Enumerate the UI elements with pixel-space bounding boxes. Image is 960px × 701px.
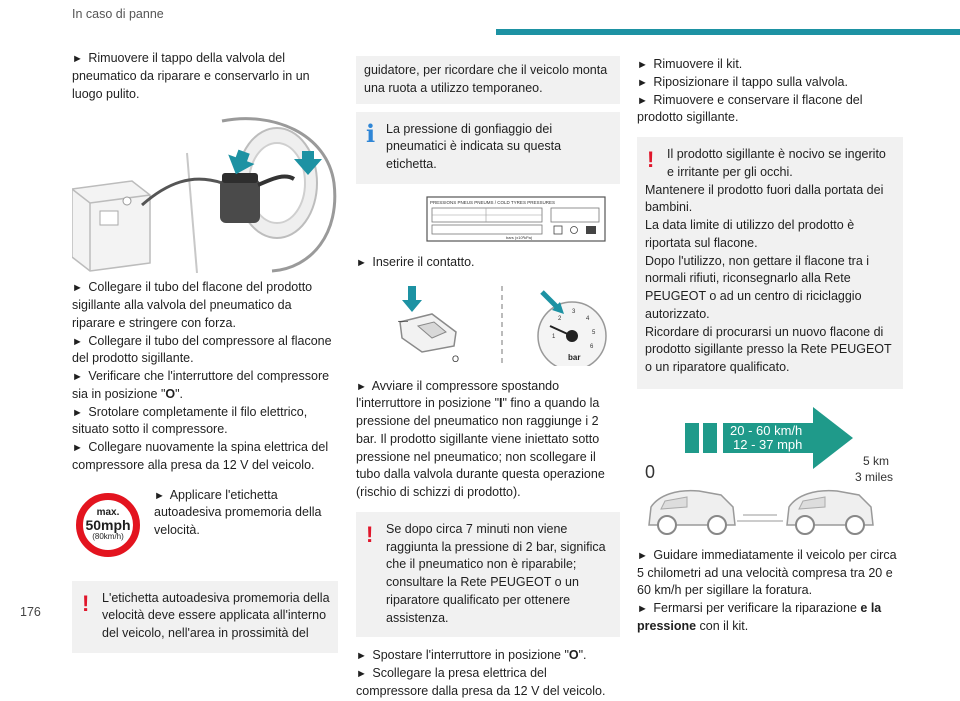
step-apply-sticker: ► Applicare l'etichetta autoadesiva prom… [154, 487, 322, 538]
header-accent-bar [496, 29, 960, 35]
switch-and-gauge-illustration: — O 1 2 3 4 5 6 bar [392, 285, 612, 371]
speed-kmh: 20 - 60 km/h [730, 423, 802, 438]
step-text: Rimuovere il tappo della valvola del pne… [72, 51, 310, 101]
svg-text:3: 3 [572, 309, 576, 315]
step-start-compressor: ► Avviare il compressore spostando l'int… [356, 378, 605, 500]
warning-icon: ! [366, 521, 374, 547]
warning-pressure-note: ! Se dopo circa 7 minuti non viene raggi… [356, 511, 620, 638]
step-unplug: ► Scollegare la presa elettrica del comp… [356, 666, 606, 698]
warning-icon: ! [647, 147, 655, 172]
warning-sticker-note: ! L'etichetta autoadesiva promemoria del… [72, 580, 338, 653]
step-remove-kit: ► Rimuovere il kit. [637, 57, 743, 71]
drive-speed-illustration: 20 - 60 km/h 12 - 37 mph 0 5 km 3 miles [637, 402, 903, 539]
speed-label-row: max. 50mph (80km/h) ► Applicare l'etiche… [72, 487, 338, 557]
step-check-switch: ► Verificare che l'interruttore del comp… [72, 369, 330, 401]
speed-limit-sticker: max. 50mph (80km/h) [76, 492, 140, 557]
svg-text:bars (x10³kPa): bars (x10³kPa) [506, 235, 533, 240]
distance-km: 5 km [863, 454, 889, 468]
info-pressure-label-note: i La pressione di gonfiaggio dei pneumat… [356, 111, 620, 184]
header-title: In caso di panne [72, 7, 164, 21]
page-number: 176 [20, 605, 41, 619]
step-plug-in: ► Collegare nuovamente la spina elettric… [72, 440, 329, 472]
compressor-connection-illustration [71, 113, 338, 274]
distance-miles: 3 miles [855, 470, 893, 484]
column-1: ► Rimuovere il tappo della valvola del p… [71, 50, 338, 653]
column-3: ► Rimuovere il kit. ► Riposizionare il t… [637, 56, 903, 636]
arrow-icon: ► [72, 53, 83, 65]
step-refit-cap: ► Riposizionare il tappo sulla valvola. [637, 74, 848, 89]
svg-text:6: 6 [590, 344, 594, 350]
step-drive: ► Guidare immediatamente il veicolo per … [637, 547, 897, 598]
svg-text:—: — [398, 316, 408, 327]
speed-mph: 12 - 37 mph [733, 437, 802, 452]
step-remove-valve-cap: ► Rimuovere il tappo della valvola del p… [72, 50, 338, 103]
warning-icon: ! [82, 590, 90, 616]
start-distance: 0 [645, 462, 655, 482]
step-store-bottle: ► Rimuovere e conservare il flacone del … [637, 92, 863, 125]
svg-text:4: 4 [586, 316, 590, 322]
warning-product-note: ! Il prodotto sigillante è nocivo se ing… [637, 137, 903, 389]
svg-text:5: 5 [592, 330, 596, 336]
column-2: guidatore, per ricordare che il veicolo … [356, 56, 620, 701]
info-icon: i [366, 118, 376, 148]
step-switch-off: ► Spostare l'interruttore in posizione "… [356, 648, 587, 663]
step-unwind-cable: ► Srotolare completamente il filo elettr… [72, 404, 308, 437]
warning-sticker-note-continued: guidatore, per ricordare che il veicolo … [356, 56, 620, 104]
tyre-pressure-label-illustration: PRESSIONS PNEUS PNEUMS / COLD TYRES PRES… [426, 195, 606, 242]
step-stop-check: ► Fermarsi per verificare la riparazione… [637, 601, 882, 633]
step-ignition-on: ► Inserire il contatto. [356, 254, 475, 269]
svg-text:1: 1 [552, 334, 556, 340]
step-connect-bottle-hose: ► Collegare il tubo del flacone del prod… [72, 280, 313, 330]
svg-text:bar: bar [568, 353, 580, 362]
svg-text:2: 2 [558, 316, 562, 322]
svg-text:O: O [452, 354, 459, 364]
step-connect-compressor-hose: ► Collegare il tubo del compressore al f… [72, 333, 332, 366]
label-title: PRESSIONS PNEUS PNEUMS / COLD TYRES PRES… [430, 200, 555, 205]
